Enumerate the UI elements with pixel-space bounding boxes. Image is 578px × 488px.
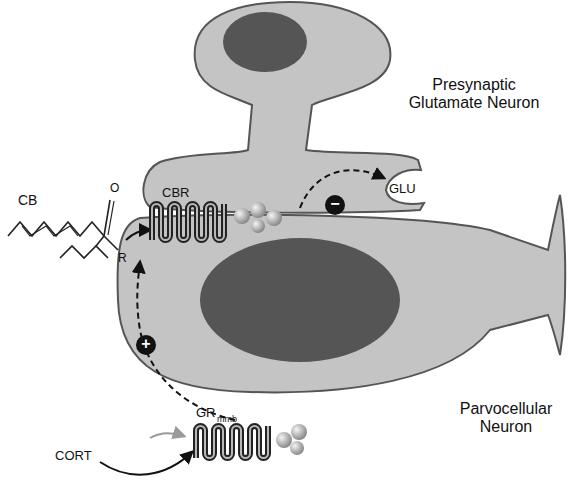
- receptor-group: [152, 204, 268, 458]
- receptor-coil-highlight: [196, 426, 268, 458]
- binding-arrow: [150, 433, 184, 438]
- vesicle: [250, 202, 266, 218]
- molecule-bond: [8, 222, 104, 236]
- receptor-coil: [152, 204, 224, 240]
- molecule-bond: [104, 236, 118, 250]
- transmitter-label: GLU: [389, 182, 416, 197]
- molecule-label: CB: [18, 192, 37, 208]
- vesicle: [276, 432, 292, 448]
- receptor-label: CBR: [162, 186, 189, 201]
- cell-name: Parvocellular Neuron: [445, 400, 567, 437]
- parvocellular-neuron: [118, 195, 566, 392]
- presynaptic-neuron: [143, 2, 424, 213]
- receptor-coil-highlight: [152, 204, 224, 240]
- nucleus: [223, 12, 307, 72]
- receptor-label: GR: [196, 406, 216, 421]
- carbonyl-bond: [108, 201, 114, 235]
- binding-arrow: [100, 452, 192, 475]
- receptor-coil: [196, 426, 268, 458]
- molecule-bond: [60, 246, 108, 258]
- molecule-double-bond: [22, 226, 78, 236]
- cell-name: Presynaptic Glutamate Neuron: [398, 76, 550, 113]
- vesicle: [234, 208, 250, 224]
- minus-badge: [325, 195, 345, 215]
- vesicle: [291, 424, 307, 440]
- atom-label: O: [110, 182, 119, 196]
- atom-label: R: [118, 252, 127, 266]
- receptor-subscript: mmb: [217, 414, 237, 424]
- plus-badge: [136, 335, 156, 355]
- plus-sign: +: [138, 335, 154, 353]
- nucleus: [200, 238, 400, 362]
- vesicle: [266, 210, 282, 226]
- vesicle: [290, 441, 304, 455]
- molecule-bond: [96, 236, 104, 246]
- vesicle: [251, 219, 265, 233]
- minus-sign: −: [327, 195, 343, 213]
- hormone-label: CORT: [55, 449, 92, 464]
- binding-arrow: [126, 230, 150, 240]
